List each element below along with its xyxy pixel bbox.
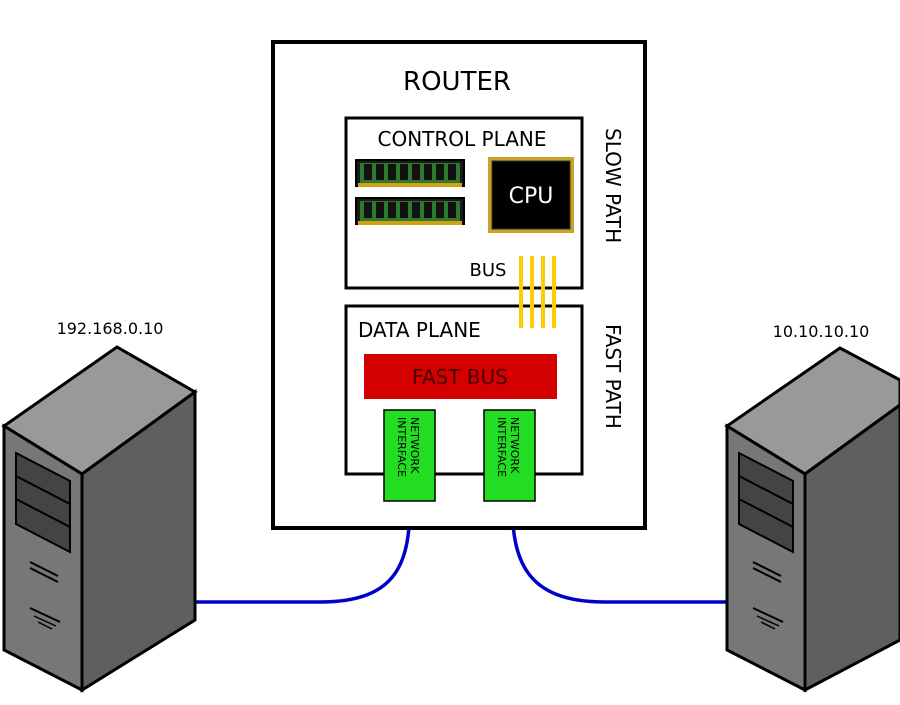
bus-lines-icon	[519, 256, 556, 328]
ram-module-icon	[355, 159, 465, 187]
cpu-label: CPU	[509, 184, 554, 209]
fast-bus-label: FAST BUS	[412, 365, 508, 389]
server-left-icon	[1, 345, 198, 693]
network-interface-left: NETWORK INTERFACE	[383, 409, 436, 502]
ram-module-icon	[355, 197, 465, 225]
network-interface-label: INTERFACE	[495, 417, 508, 477]
slow-path-label: SLOW PATH	[601, 128, 625, 243]
cpu-chip-icon: CPU	[488, 157, 574, 233]
fast-bus-bar	[364, 354, 557, 399]
network-interface-right: NETWORK INTERFACE	[483, 409, 536, 502]
host-left-ip: 192.168.0.10	[57, 319, 164, 338]
network-interface-label: INTERFACE	[395, 417, 408, 477]
server-right-icon	[724, 346, 900, 693]
fast-path-label: FAST PATH	[601, 324, 625, 429]
network-interface-label: NETWORK	[508, 417, 521, 474]
control-plane-title: CONTROL PLANE	[378, 127, 547, 151]
data-plane-title: DATA PLANE	[358, 318, 481, 342]
host-right-ip: 10.10.10.10	[773, 322, 870, 341]
bus-label: BUS	[470, 260, 507, 281]
network-interface-label: NETWORK	[408, 417, 421, 474]
router-title: ROUTER	[403, 67, 511, 97]
